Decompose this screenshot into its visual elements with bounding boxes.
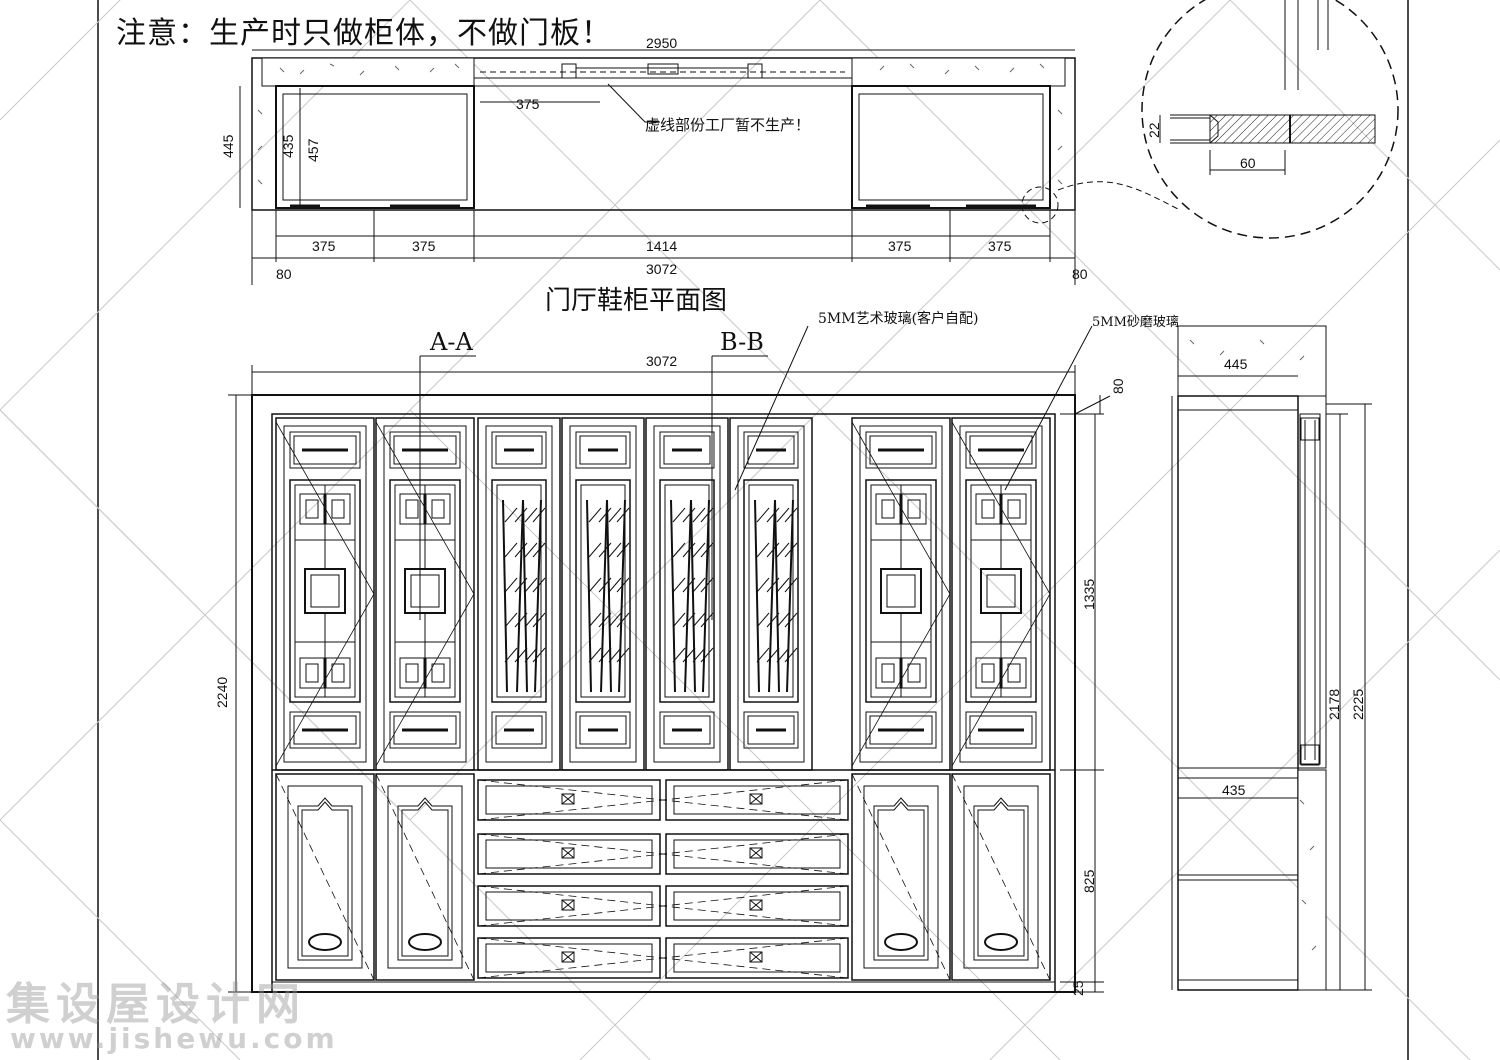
lower-door-panel <box>275 773 375 981</box>
dim-plan-depth-435: 435 <box>280 134 296 158</box>
dim-elev-upper: 1335 <box>1081 578 1097 610</box>
drawer-front <box>477 779 661 821</box>
plan-title: 门厅鞋柜平面图 <box>545 286 728 316</box>
watermark-url: www.jishewu.com <box>10 1022 338 1055</box>
upper-door-panel <box>477 417 561 771</box>
production-note: 注意：生产时只做柜体，不做门板！ <box>116 16 612 51</box>
sheet-border <box>97 0 1409 1060</box>
dim-elev-offset: 80 <box>1110 378 1126 394</box>
dim-elev-base: 25 <box>1070 980 1086 996</box>
upper-door-panel <box>275 417 375 771</box>
dim-side-height-inner: 2178 <box>1326 688 1342 720</box>
watermark-logo: 集设屋设计网 <box>6 979 306 1030</box>
art-glass-label: 5MM艺术玻璃(客户自配) <box>818 311 979 327</box>
dim-elev-lower: 825 <box>1081 869 1097 893</box>
detail-dim-60: 60 <box>1240 155 1256 171</box>
dim-plan-seg-mid: 1414 <box>646 238 678 254</box>
section-label-a: A-A <box>430 328 473 356</box>
dim-plan-seg2: 375 <box>412 238 436 254</box>
lower-door-panel <box>375 773 475 981</box>
drawer-front <box>665 779 849 821</box>
dim-plan-side-left: 80 <box>276 266 292 282</box>
dim-plan-seg1: 375 <box>312 238 336 254</box>
plan-view <box>239 49 1181 285</box>
dim-elev-height-total: 2240 <box>214 676 230 708</box>
dim-side-height-total: 2225 <box>1350 688 1366 720</box>
drawer-front <box>477 833 661 875</box>
drawer-diagonals <box>477 779 849 979</box>
upper-door-panel <box>729 417 813 771</box>
drawer-front <box>477 885 661 927</box>
side-section <box>1171 325 1372 991</box>
drawer-front <box>477 937 661 979</box>
frosted-glass-label: 5MM砂磨玻璃 <box>1092 315 1179 330</box>
dim-side-depth-bottom: 435 <box>1222 782 1246 798</box>
dim-plan-depth-445: 445 <box>220 134 236 158</box>
drawer-front <box>665 937 849 979</box>
dim-plan-seg5: 375 <box>988 238 1012 254</box>
dim-plan-total-top: 2950 <box>646 35 678 51</box>
upper-door-panel <box>645 417 729 771</box>
drawer-front <box>665 885 849 927</box>
front-elevation <box>228 325 1111 993</box>
dim-plan-side-right: 80 <box>1072 266 1088 282</box>
dashed-part-note: 虚线部份工厂暂不生产！ <box>645 116 811 134</box>
lower-door-panel <box>951 773 1051 981</box>
upper-door-panel <box>561 417 645 771</box>
dim-plan-depth-457: 457 <box>305 138 321 162</box>
upper-door-panel <box>851 417 951 771</box>
dim-elev-width: 3072 <box>646 353 678 369</box>
dim-plan-inner-375: 375 <box>516 96 540 112</box>
upper-door-panel <box>951 417 1051 771</box>
detail-dim-22: 22 <box>1146 122 1162 138</box>
upper-door-panel <box>375 417 475 771</box>
dim-plan-total-bottom: 3072 <box>646 261 678 277</box>
dim-side-depth-top: 445 <box>1224 356 1248 372</box>
joint-detail <box>1141 0 1399 239</box>
section-label-b: B-B <box>720 328 764 356</box>
drawer-front <box>665 833 849 875</box>
dim-plan-seg4: 375 <box>888 238 912 254</box>
lower-door-panel <box>851 773 951 981</box>
